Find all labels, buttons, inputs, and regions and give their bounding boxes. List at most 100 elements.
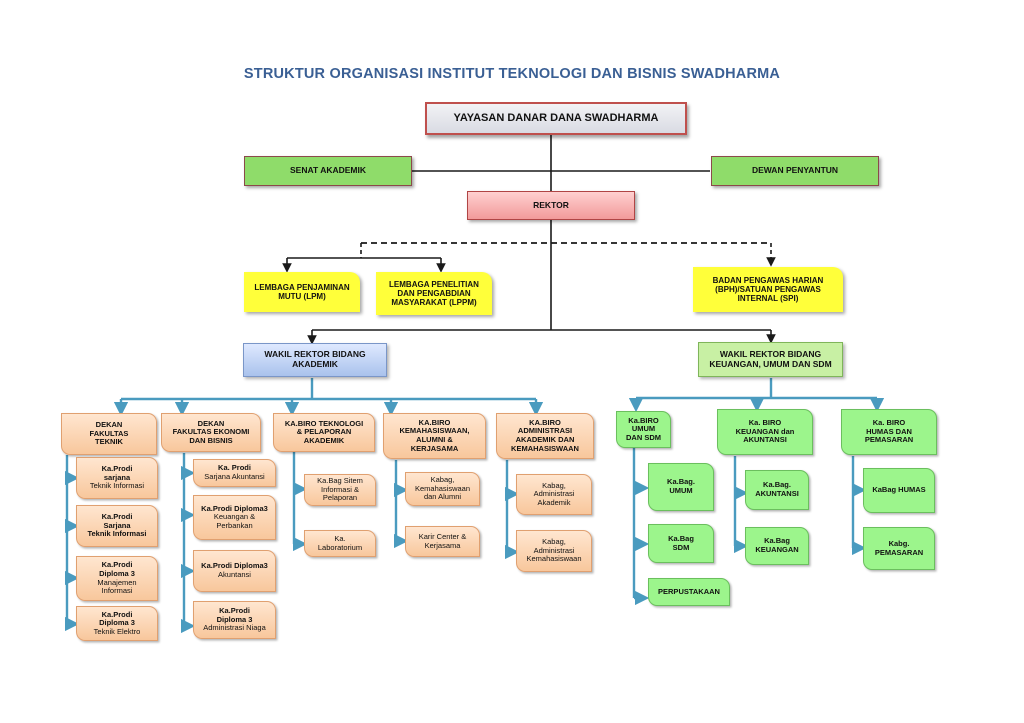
col1-item-box-bold-line: Ka.Prodi [101, 560, 133, 570]
rektor-box: REKTOR [467, 191, 635, 220]
col5-item-box-line: Kabag, [542, 480, 566, 490]
dewan-penyantun-box: DEWAN PENYANTUN [711, 156, 879, 186]
col1-item-box-bold-line: Ka.Prodi [101, 609, 133, 619]
lppm-line: MASYARAKAT (LPPM) [391, 298, 477, 308]
col1-item-box-line: Teknik Informasi [89, 481, 145, 491]
col5-item-box-line: Kemahasiswaan [526, 554, 582, 564]
col6-item-box-bold-line: UMUM [669, 486, 693, 495]
col1-item-box-bold-line: Teknik Informasi [87, 529, 147, 539]
col4-head-box-bold-line: KERJASAMA [410, 443, 459, 453]
col1-item-box-bold-line: Diploma 3 [99, 618, 135, 628]
col4-head-box-bold-line: KA.BIRO [418, 417, 451, 427]
lpm-box: LEMBAGA PENJAMINAN MUTU (LPM) [244, 272, 360, 312]
lppm-line: LEMBAGA PENELITIAN [389, 279, 479, 289]
col2-item-box-bold-line: Ka.Prodi Diploma3 [201, 561, 268, 571]
col7-item-box-bold-line: KEUANGAN [755, 545, 799, 554]
col8-item-box-bold-line: Kabg. [888, 538, 910, 548]
col6-head-box-bold-line: DAN SDM [626, 432, 661, 442]
col6-item-box-bold-line: PERPUSTAKAAN [658, 586, 720, 596]
col4-item-box-line: Karir Center & [418, 531, 467, 541]
col7-head-box-bold-line: KEUANGAN dan [735, 426, 795, 436]
col7-item-box: Ka.Bag.AKUNTANSI [745, 470, 809, 510]
col6-item-box-bold-line: SDM [672, 542, 690, 552]
wakil-rektor-keuangan-box: WAKIL REKTOR BIDANG KEUANGAN, UMUM DAN S… [698, 342, 843, 377]
col1-item-box-line: Informasi [101, 586, 133, 596]
col7-head-box-bold-line: AKUNTANSI [743, 435, 787, 445]
col5-head-box-bold-line: ADMINISTRASI [517, 426, 573, 436]
col3-item-box-line: Laboratorium [317, 542, 363, 552]
col2-item-box-line: Akuntansi [218, 570, 251, 579]
col5-head-box-bold-line: KA.BIRO [529, 417, 561, 427]
col3-head-box-bold-line: & PELAPORAN [296, 427, 352, 437]
col3-item-box: Ka.Laboratorium [304, 530, 376, 557]
senat-akademik-box: SENAT AKADEMIK [244, 156, 412, 186]
col2-item-box-line: Sarjana Akuntansi [204, 472, 265, 481]
col1-item-box-bold-line: Ka.Prodi [101, 464, 133, 474]
col6-item-box: Ka.Bag.UMUM [648, 463, 714, 511]
col1-item-box-bold-line: Diploma 3 [99, 568, 135, 578]
col1-item-box-bold-line: Ka.Prodi [101, 512, 133, 522]
col5-item-box-line: Kabag, [542, 537, 566, 547]
col7-item-box-bold-line: Ka.Bag. [763, 480, 791, 490]
col2-item-box-line: Keuangan & [213, 512, 256, 522]
col1-head-box-bold-line: DEKAN [95, 420, 123, 430]
col7-item-box-bold-line: Ka.Bag [764, 536, 790, 546]
wr-keuangan-line: WAKIL REKTOR BIDANG [719, 348, 822, 359]
col8-head-box-bold-line: PEMASARAN [864, 435, 914, 445]
col3-item-box-line: Pelaporan [322, 493, 358, 503]
col2-item-box-bold-line: Ka. Prodi [218, 463, 251, 473]
bph-line: INTERNAL (SPI) [737, 294, 799, 304]
col2-item-box-bold-line: Ka.Prodi [219, 606, 250, 616]
col1-item-box-line: Teknik Elektro [93, 626, 141, 636]
col3-item-box-line: Ka. [334, 533, 346, 543]
col6-item-box: PERPUSTAKAAN [648, 578, 730, 606]
col1-item-box-line: Manajemen [97, 577, 137, 587]
col5-item-box-line: Administrasi [533, 545, 575, 555]
col5-head-box-bold-line: AKADEMIK DAN [515, 435, 575, 444]
lpm-line: MUTU (LPM) [278, 292, 326, 301]
col3-item-box-line: Ka.Bag Sitem [317, 476, 363, 486]
bph-box: BADAN PENGAWAS HARIAN (BPH)/SATUAN PENGA… [693, 267, 843, 312]
dewan-label: DEWAN PENYANTUN [751, 165, 839, 176]
wr-keuangan-line: KEUANGAN, UMUM DAN SDM [709, 358, 832, 369]
col7-head-box-bold-line: Ka. BIRO [748, 418, 782, 428]
col2-item-box-bold-line: Diploma 3 [216, 614, 253, 624]
col1-head-box-bold-line: FAKULTAS [89, 428, 129, 438]
col5-item-box-line: Akademik [537, 497, 571, 507]
lppm-line: DAN PENGABDIAN [397, 288, 471, 298]
wakil-rektor-akademik-box: WAKIL REKTOR BIDANG AKADEMIK [243, 343, 387, 377]
col4-item-box-line: dan Alumni [423, 492, 462, 502]
page-title: STRUKTUR ORGANISASI INSTITUT TEKNOLOGI D… [243, 66, 781, 82]
col2-head-box-bold-line: DEKAN [197, 418, 225, 428]
col1-item-box-bold-line: Sarjana [103, 520, 131, 530]
col8-head-box-bold-line: Ka. BIRO [872, 418, 906, 428]
wr-akademik-line: AKADEMIK [292, 359, 338, 369]
wr-akademik-line: WAKIL REKTOR BIDANG [264, 349, 366, 360]
lppm-box: LEMBAGA PENELITIAN DAN PENGABDIAN MASYAR… [376, 272, 492, 315]
col6-head-box-bold-line: Ka.BIRO UMUM [628, 415, 659, 434]
col4-item-box-line: Kemahasiswaan [414, 483, 471, 493]
col3-item-box-line: Informasi & [321, 484, 359, 494]
col8-head-box-bold-line: HUMAS DAN [866, 426, 912, 436]
senat-label: SENAT AKADEMIK [289, 165, 367, 176]
col6-item-box-bold-line: Ka.Bag. [667, 477, 695, 487]
bph-line: BADAN PENGAWAS HARIAN [712, 275, 824, 285]
col8-item-box-bold-line: PEMASARAN [874, 547, 924, 557]
